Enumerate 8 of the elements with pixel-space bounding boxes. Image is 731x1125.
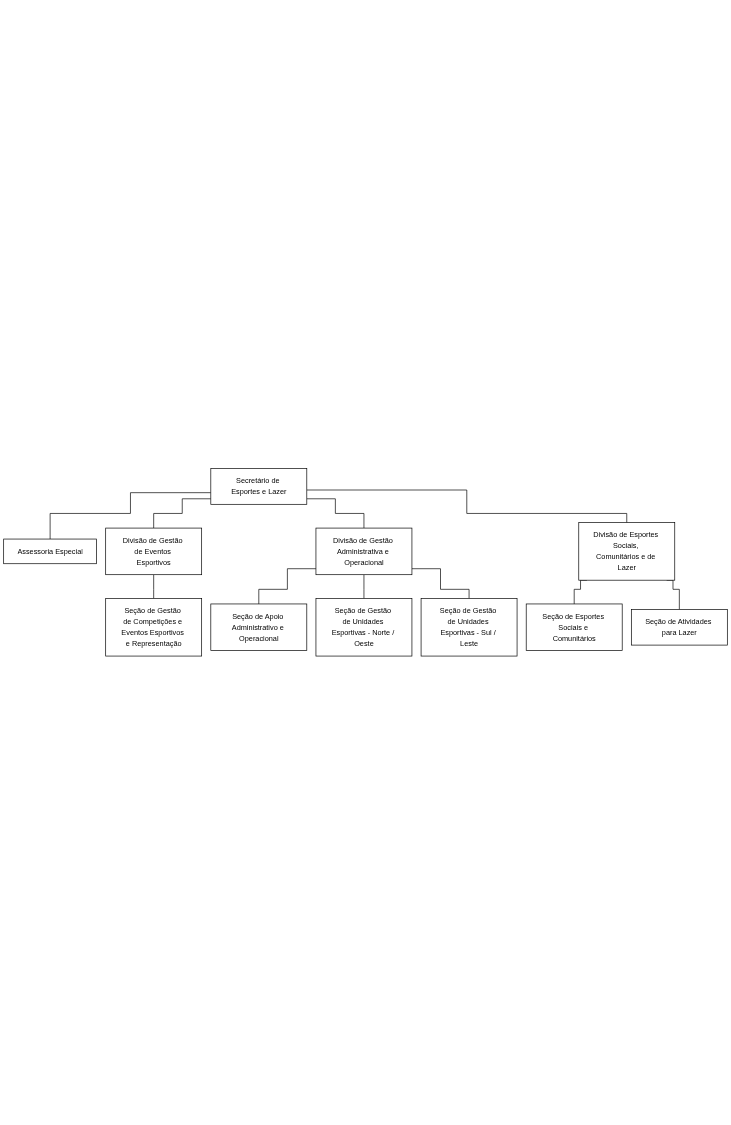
connector [258,568,317,605]
connector [49,492,212,540]
connector [411,568,470,599]
connector [363,574,365,599]
connector [153,498,212,529]
connector [306,498,365,529]
connector [306,489,628,524]
connector [153,574,155,599]
